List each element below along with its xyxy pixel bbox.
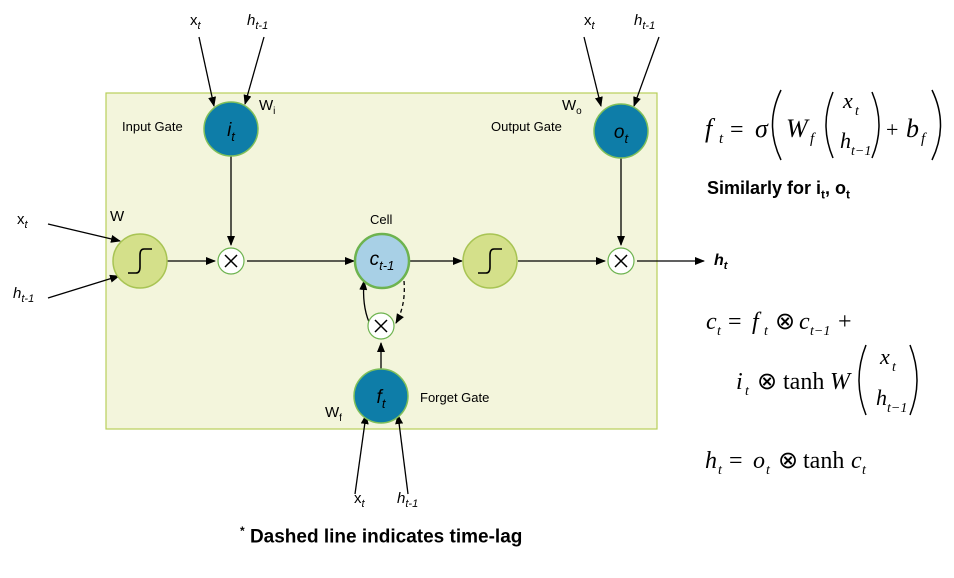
multiply-icon [614, 254, 628, 268]
svg-text:W: W [786, 114, 810, 143]
weight-wi-label: Wi [259, 97, 275, 117]
multiply-icon [374, 319, 388, 333]
input-gate-x-label: xt [190, 12, 202, 32]
sigmoid-icon [128, 248, 152, 274]
forget-gate-h-label: ht-1 [397, 490, 418, 510]
svg-text:t: t [764, 324, 769, 339]
svg-text:⊗: ⊗ [757, 369, 777, 395]
svg-text:f: f [921, 131, 927, 147]
input-gate-node [203, 101, 259, 157]
svg-text:t: t [745, 384, 750, 399]
svg-text:t−1: t−1 [851, 144, 871, 159]
svg-text:t: t [719, 131, 724, 147]
svg-text:i: i [736, 369, 743, 395]
forget-multiply-node [367, 312, 395, 340]
svg-text:t: t [717, 324, 722, 339]
svg-text:c: c [799, 309, 810, 335]
svg-text:+: + [886, 117, 898, 142]
svg-text:+: + [838, 309, 852, 335]
svg-text:t: t [892, 360, 897, 375]
svg-text:f: f [705, 114, 716, 143]
input-multiply-node [217, 247, 245, 275]
forget-gate-symbol: ft [377, 387, 387, 411]
sigmoid-icon [478, 248, 502, 274]
svg-text:x: x [879, 344, 890, 369]
output-gate-h-label: ht-1 [634, 12, 655, 32]
svg-text:=: = [730, 117, 744, 143]
svg-text:=: = [728, 309, 742, 335]
input-gate-symbol: it [227, 120, 236, 144]
svg-text:t: t [718, 463, 723, 478]
forget-gate-label: Forget Gate [420, 390, 489, 405]
output-gate-label: Output Gate [491, 119, 562, 134]
cell-symbol: ct-1 [370, 249, 395, 273]
forget-gate-node [353, 368, 409, 424]
output-gate-symbol: ot [614, 122, 630, 146]
input-gate-arrows [198, 36, 265, 246]
cell-state-equation: c t = f t ⊗ c t−1 + i t ⊗ tanh W x t h t… [706, 309, 918, 416]
svg-text:t: t [766, 463, 771, 478]
svg-text:tanh: tanh [803, 448, 844, 474]
output-multiply-node [607, 247, 635, 275]
svg-text:x: x [842, 88, 853, 113]
svg-text:tanh: tanh [783, 369, 824, 395]
weight-w-label: W [110, 208, 125, 225]
cell-input-h-label: ht-1 [13, 285, 34, 305]
cell-input-x-label: xt [17, 211, 29, 231]
weight-wo-label: Wo [562, 97, 582, 117]
svg-text:f: f [810, 131, 816, 147]
main-flow-arrows [47, 223, 705, 299]
svg-text:c: c [706, 309, 717, 335]
svg-text:t: t [855, 104, 860, 119]
svg-text:h: h [876, 385, 887, 410]
svg-text:t−1: t−1 [887, 401, 907, 416]
input-gate-h-label: ht-1 [247, 12, 268, 32]
cell-label: Cell [370, 212, 393, 227]
output-h-label: ht [714, 252, 729, 272]
svg-text:t: t [862, 463, 867, 478]
svg-text:W: W [830, 369, 852, 395]
forget-gate-x-label: xt [354, 490, 366, 510]
time-lag-caption: * Dashed line indicates time-lag [240, 524, 523, 548]
svg-text:h: h [840, 128, 851, 153]
multiply-icon [224, 254, 238, 268]
svg-text:t−1: t−1 [810, 324, 830, 339]
hidden-state-equation: h t = o t ⊗ tanh c t [705, 448, 867, 478]
output-gate-x-label: xt [584, 12, 596, 32]
svg-text:⊗: ⊗ [775, 309, 795, 335]
input-squash-node [112, 233, 168, 289]
similarly-note: Similarly for it, ot [707, 178, 851, 202]
svg-text:b: b [906, 114, 919, 143]
cell-node [353, 232, 411, 290]
svg-text:o: o [753, 448, 765, 474]
output-squash-node [462, 233, 518, 289]
input-gate-label: Input Gate [122, 119, 183, 134]
svg-text:=: = [729, 448, 743, 474]
forget-gate-equation: f t = σ W f x t h t−1 + b f [705, 88, 942, 161]
svg-text:σ: σ [755, 114, 769, 143]
output-gate-arrows [583, 36, 660, 246]
svg-text:f: f [752, 309, 762, 335]
svg-text:c: c [851, 448, 862, 474]
forget-gate-arrows [354, 280, 409, 495]
weight-wf-label: Wf [325, 404, 342, 424]
output-gate-node [593, 103, 649, 159]
svg-text:h: h [705, 448, 717, 474]
svg-text:⊗: ⊗ [778, 448, 798, 474]
